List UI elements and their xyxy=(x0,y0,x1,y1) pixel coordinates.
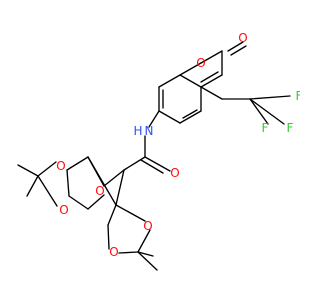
atom-o-lactone-carbonyl: O xyxy=(238,31,247,45)
bond-23 xyxy=(140,159,164,174)
bond-20 xyxy=(249,98,285,125)
atom-h-amide: H xyxy=(133,124,142,138)
bond-34 xyxy=(37,175,58,207)
bond-6 xyxy=(230,45,247,56)
bond-40 xyxy=(107,224,110,250)
bond-16 xyxy=(200,86,223,100)
bond-38 xyxy=(137,229,151,253)
bond-24 xyxy=(123,156,146,171)
atom-o-dioxolane-a1: O xyxy=(56,159,65,173)
bond-39 xyxy=(118,251,139,254)
bond-43 xyxy=(137,251,154,257)
bond-33 xyxy=(37,161,57,177)
bond-0 xyxy=(200,50,223,64)
bond-19 xyxy=(249,98,269,125)
atom-o-amide-carbonyl: O xyxy=(170,166,179,180)
bond-10 xyxy=(158,110,181,124)
bond-11 xyxy=(179,110,202,124)
bond-8 xyxy=(158,74,181,88)
atom-n-amide: N xyxy=(145,124,154,138)
bond-28 xyxy=(66,169,70,197)
bond-4 xyxy=(179,62,202,76)
bond-18 xyxy=(249,95,291,100)
bond-27 xyxy=(68,195,89,210)
bond-5 xyxy=(227,41,244,52)
bond-29 xyxy=(66,156,89,171)
molecule-structure: O O N H F F F O O O O O O xyxy=(17,31,300,271)
bond-36 xyxy=(26,175,39,197)
bond-7 xyxy=(200,71,219,83)
atom-o-dioxolane-b2: O xyxy=(109,245,118,259)
bond-26 xyxy=(87,194,105,210)
atom-f2: F xyxy=(262,121,269,135)
bond-22 xyxy=(144,156,171,172)
bond-15 xyxy=(148,110,160,128)
bond-42 xyxy=(137,251,158,271)
bond-31 xyxy=(87,156,117,206)
bond-35 xyxy=(17,164,39,177)
bond-25 xyxy=(103,169,125,187)
bond-14 xyxy=(182,109,198,119)
bond-2 xyxy=(200,74,223,88)
bond-3 xyxy=(179,74,202,88)
bond-layer xyxy=(17,41,291,271)
bond-32 xyxy=(115,169,125,206)
atom-f3: F xyxy=(287,121,294,135)
atom-o-dioxolane-b1: O xyxy=(143,219,152,233)
atom-o-lactone-ring: O xyxy=(196,56,205,70)
atom-o-pyran-ring: O xyxy=(95,184,104,198)
bond-37 xyxy=(115,204,146,222)
atom-o-dioxolane-a2: O xyxy=(59,203,68,217)
atom-f1: F xyxy=(296,89,300,103)
bond-41 xyxy=(107,204,117,226)
